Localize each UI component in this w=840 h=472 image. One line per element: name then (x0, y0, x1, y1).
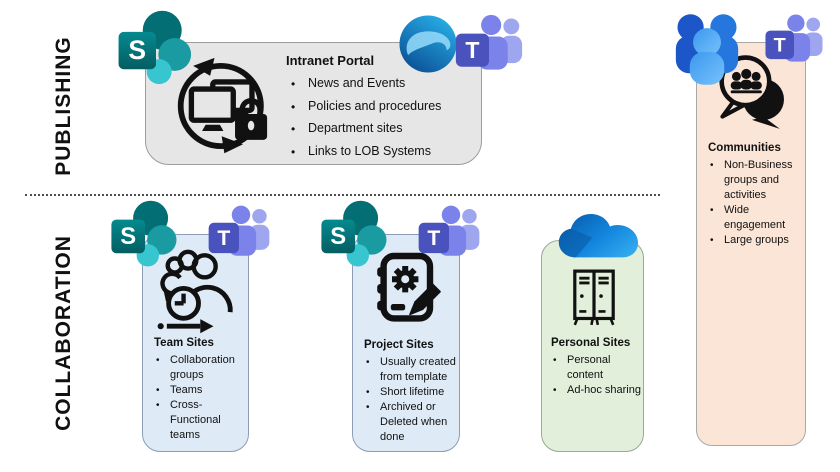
sharepoint-icon: S (111, 200, 177, 267)
teams-icon: T (418, 205, 480, 256)
bullet-item: Short lifetime (364, 385, 458, 400)
bullet-item: Non-Business groups and activities (708, 158, 802, 203)
bullet-item: Links to LOB Systems (286, 140, 476, 162)
svg-text:S: S (120, 223, 136, 250)
people-clock-icon (157, 249, 233, 334)
communities-card-title: Communities (708, 142, 781, 154)
personal-bullet-list: Personal content Ad-hoc sharing (551, 353, 641, 398)
publishing-section-label: PUBLISHING (52, 36, 75, 176)
intranet-sync-lock-icon (177, 57, 268, 154)
svg-text:T: T (217, 227, 230, 250)
svg-text:T: T (465, 37, 479, 63)
svg-text:S: S (128, 35, 146, 65)
bullet-item: Archived or Deleted when done (364, 400, 458, 445)
edge-icon (399, 15, 457, 73)
bullet-item: Collaboration groups (154, 353, 246, 383)
communities-card: Communities Non-Business groups and acti… (696, 42, 806, 446)
bullet-item: Cross-Functional teams (154, 398, 246, 443)
svg-text:S: S (330, 223, 346, 250)
teams-icon: T (208, 205, 270, 256)
bullet-item: Usually created from template (364, 355, 458, 385)
sharepoint-icon: S (118, 10, 192, 85)
project-card-title: Project Sites (364, 339, 434, 351)
bullet-item: News and Events (286, 72, 476, 95)
personal-card-title: Personal Sites (551, 337, 631, 349)
viva-engage-icon (675, 14, 739, 85)
bullet-item: Teams (154, 383, 246, 398)
team-sites-card: Team Sites Collaboration groups Teams Cr… (142, 234, 249, 452)
bullet-item: Personal content (551, 353, 641, 383)
team-bullet-list: Collaboration groups Teams Cross-Functio… (154, 353, 246, 443)
lockers-icon (573, 269, 615, 326)
svg-text:T: T (774, 35, 786, 57)
intranet-bullet-list: News and Events Policies and procedures … (286, 72, 476, 163)
teams-icon: T (765, 14, 823, 62)
collaboration-section-label: COLLABORATION (52, 235, 75, 431)
intranet-card-title: Intranet Portal (286, 53, 375, 68)
sharepoint-icon: S (321, 200, 387, 267)
project-bullet-list: Usually created from template Short life… (364, 355, 458, 445)
project-sites-card: Project Sites Usually created from templ… (352, 234, 460, 452)
personal-sites-card: Personal Sites Personal content Ad-hoc s… (541, 240, 644, 452)
bullet-item: Ad-hoc sharing (551, 383, 641, 398)
bullet-item: Policies and procedures (286, 95, 476, 117)
bullet-item: Wide engagement (708, 203, 802, 233)
team-card-title: Team Sites (154, 337, 214, 349)
teams-icon: T (455, 14, 523, 70)
section-divider (25, 194, 660, 196)
notebook-gear-pencil-icon (377, 252, 441, 322)
bullet-item: Large groups (708, 233, 802, 248)
communities-bullet-list: Non-Business groups and activities Wide … (708, 158, 802, 248)
onedrive-icon (558, 213, 639, 258)
svg-text:T: T (427, 227, 440, 250)
bullet-item: Department sites (286, 117, 476, 140)
